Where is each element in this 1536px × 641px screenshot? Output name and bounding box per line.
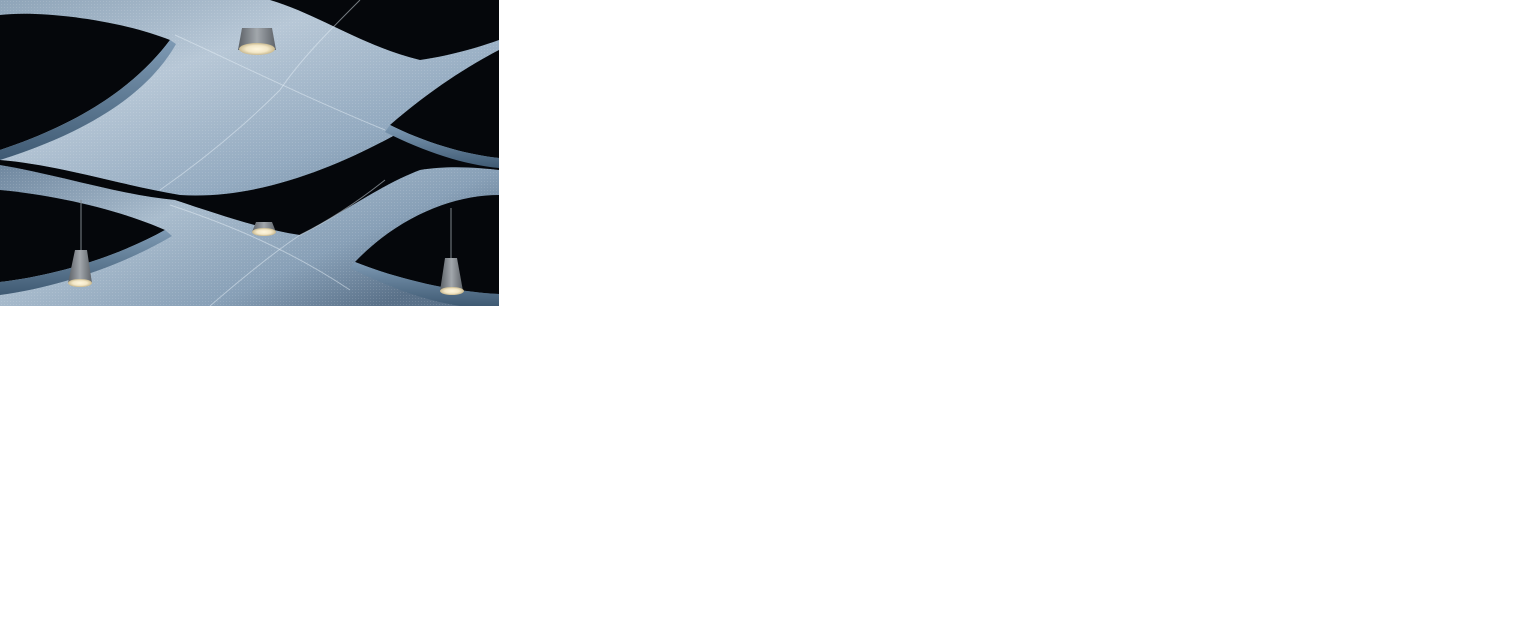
pendant-light-left (68, 200, 92, 287)
pendant-light-center (252, 222, 276, 236)
ceiling-photo-svg (0, 0, 499, 306)
pendant-light-right (440, 208, 464, 295)
pendant-light-top (238, 28, 276, 55)
ceiling-photo (0, 0, 499, 306)
